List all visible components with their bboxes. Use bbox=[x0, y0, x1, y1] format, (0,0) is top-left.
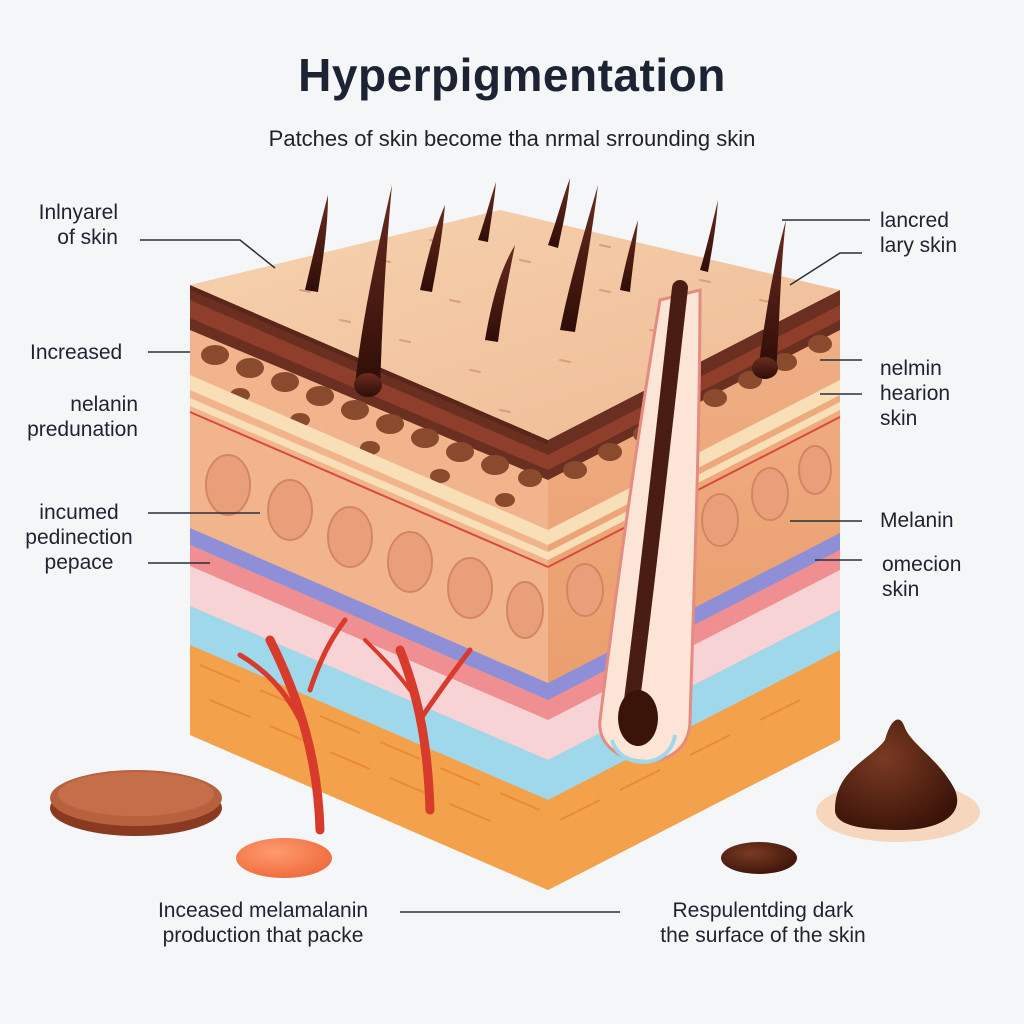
leader-lines bbox=[140, 219, 870, 913]
hairs bbox=[305, 178, 786, 397]
label-incumed-pedinection-pepace: incumed pedinection pepace bbox=[14, 500, 144, 575]
orange-pill bbox=[236, 838, 332, 878]
left-face bbox=[189, 285, 549, 890]
small-dark-drop bbox=[721, 842, 797, 874]
label-melanin: Melanin bbox=[880, 508, 954, 533]
label-line: lary skin bbox=[880, 234, 958, 257]
label-line: skin bbox=[882, 578, 920, 601]
label-line: skin bbox=[880, 407, 918, 430]
diagram-subtitle: Patches of skin become tha nrmal srround… bbox=[268, 126, 756, 151]
label-nelanin-predunation: nelanin predunation bbox=[12, 392, 138, 442]
label-line: Respulentding dark bbox=[672, 899, 854, 922]
label-omecion-skin: omecion skin bbox=[882, 552, 961, 602]
label-line: hearion bbox=[880, 382, 951, 405]
dark-patch-disk-left bbox=[50, 770, 222, 836]
hair-follicle bbox=[598, 280, 702, 764]
diagram-title: Hyperpigmentation bbox=[298, 49, 726, 101]
label-line: omecion bbox=[882, 553, 962, 576]
label-line: incumed bbox=[39, 501, 119, 524]
label-line: predunation bbox=[27, 418, 138, 441]
label-line: pepace bbox=[44, 551, 114, 574]
label-line: nelanin bbox=[70, 393, 138, 416]
label-nelmin-hearion-skin: nelmin hearion skin bbox=[880, 356, 950, 431]
label-inlnyarel-of-skin: Inlnyarel of skin bbox=[20, 200, 118, 250]
label-respulentding-dark: Respulentding dark the surface of the sk… bbox=[628, 898, 898, 948]
label-line: the surface of the skin bbox=[660, 924, 866, 947]
label-increased-melamalanin: Inceased melamalanin production that pac… bbox=[128, 898, 398, 948]
label-lancred-lary-skin: lancred lary skin bbox=[880, 208, 957, 258]
label-line: production that packe bbox=[162, 924, 364, 947]
label-line: nelmin bbox=[880, 357, 942, 380]
label-line: pedinection bbox=[25, 526, 133, 549]
label-line: Inceased melamalanin bbox=[157, 899, 369, 922]
label-line: Melanin bbox=[880, 509, 954, 532]
label-line: lancred bbox=[880, 209, 949, 232]
label-increased: Increased bbox=[30, 340, 122, 365]
melanin-dollop bbox=[816, 719, 980, 842]
label-line: Increased bbox=[30, 341, 123, 364]
label-line: of skin bbox=[57, 226, 118, 249]
label-line: Inlnyarel bbox=[38, 201, 118, 224]
